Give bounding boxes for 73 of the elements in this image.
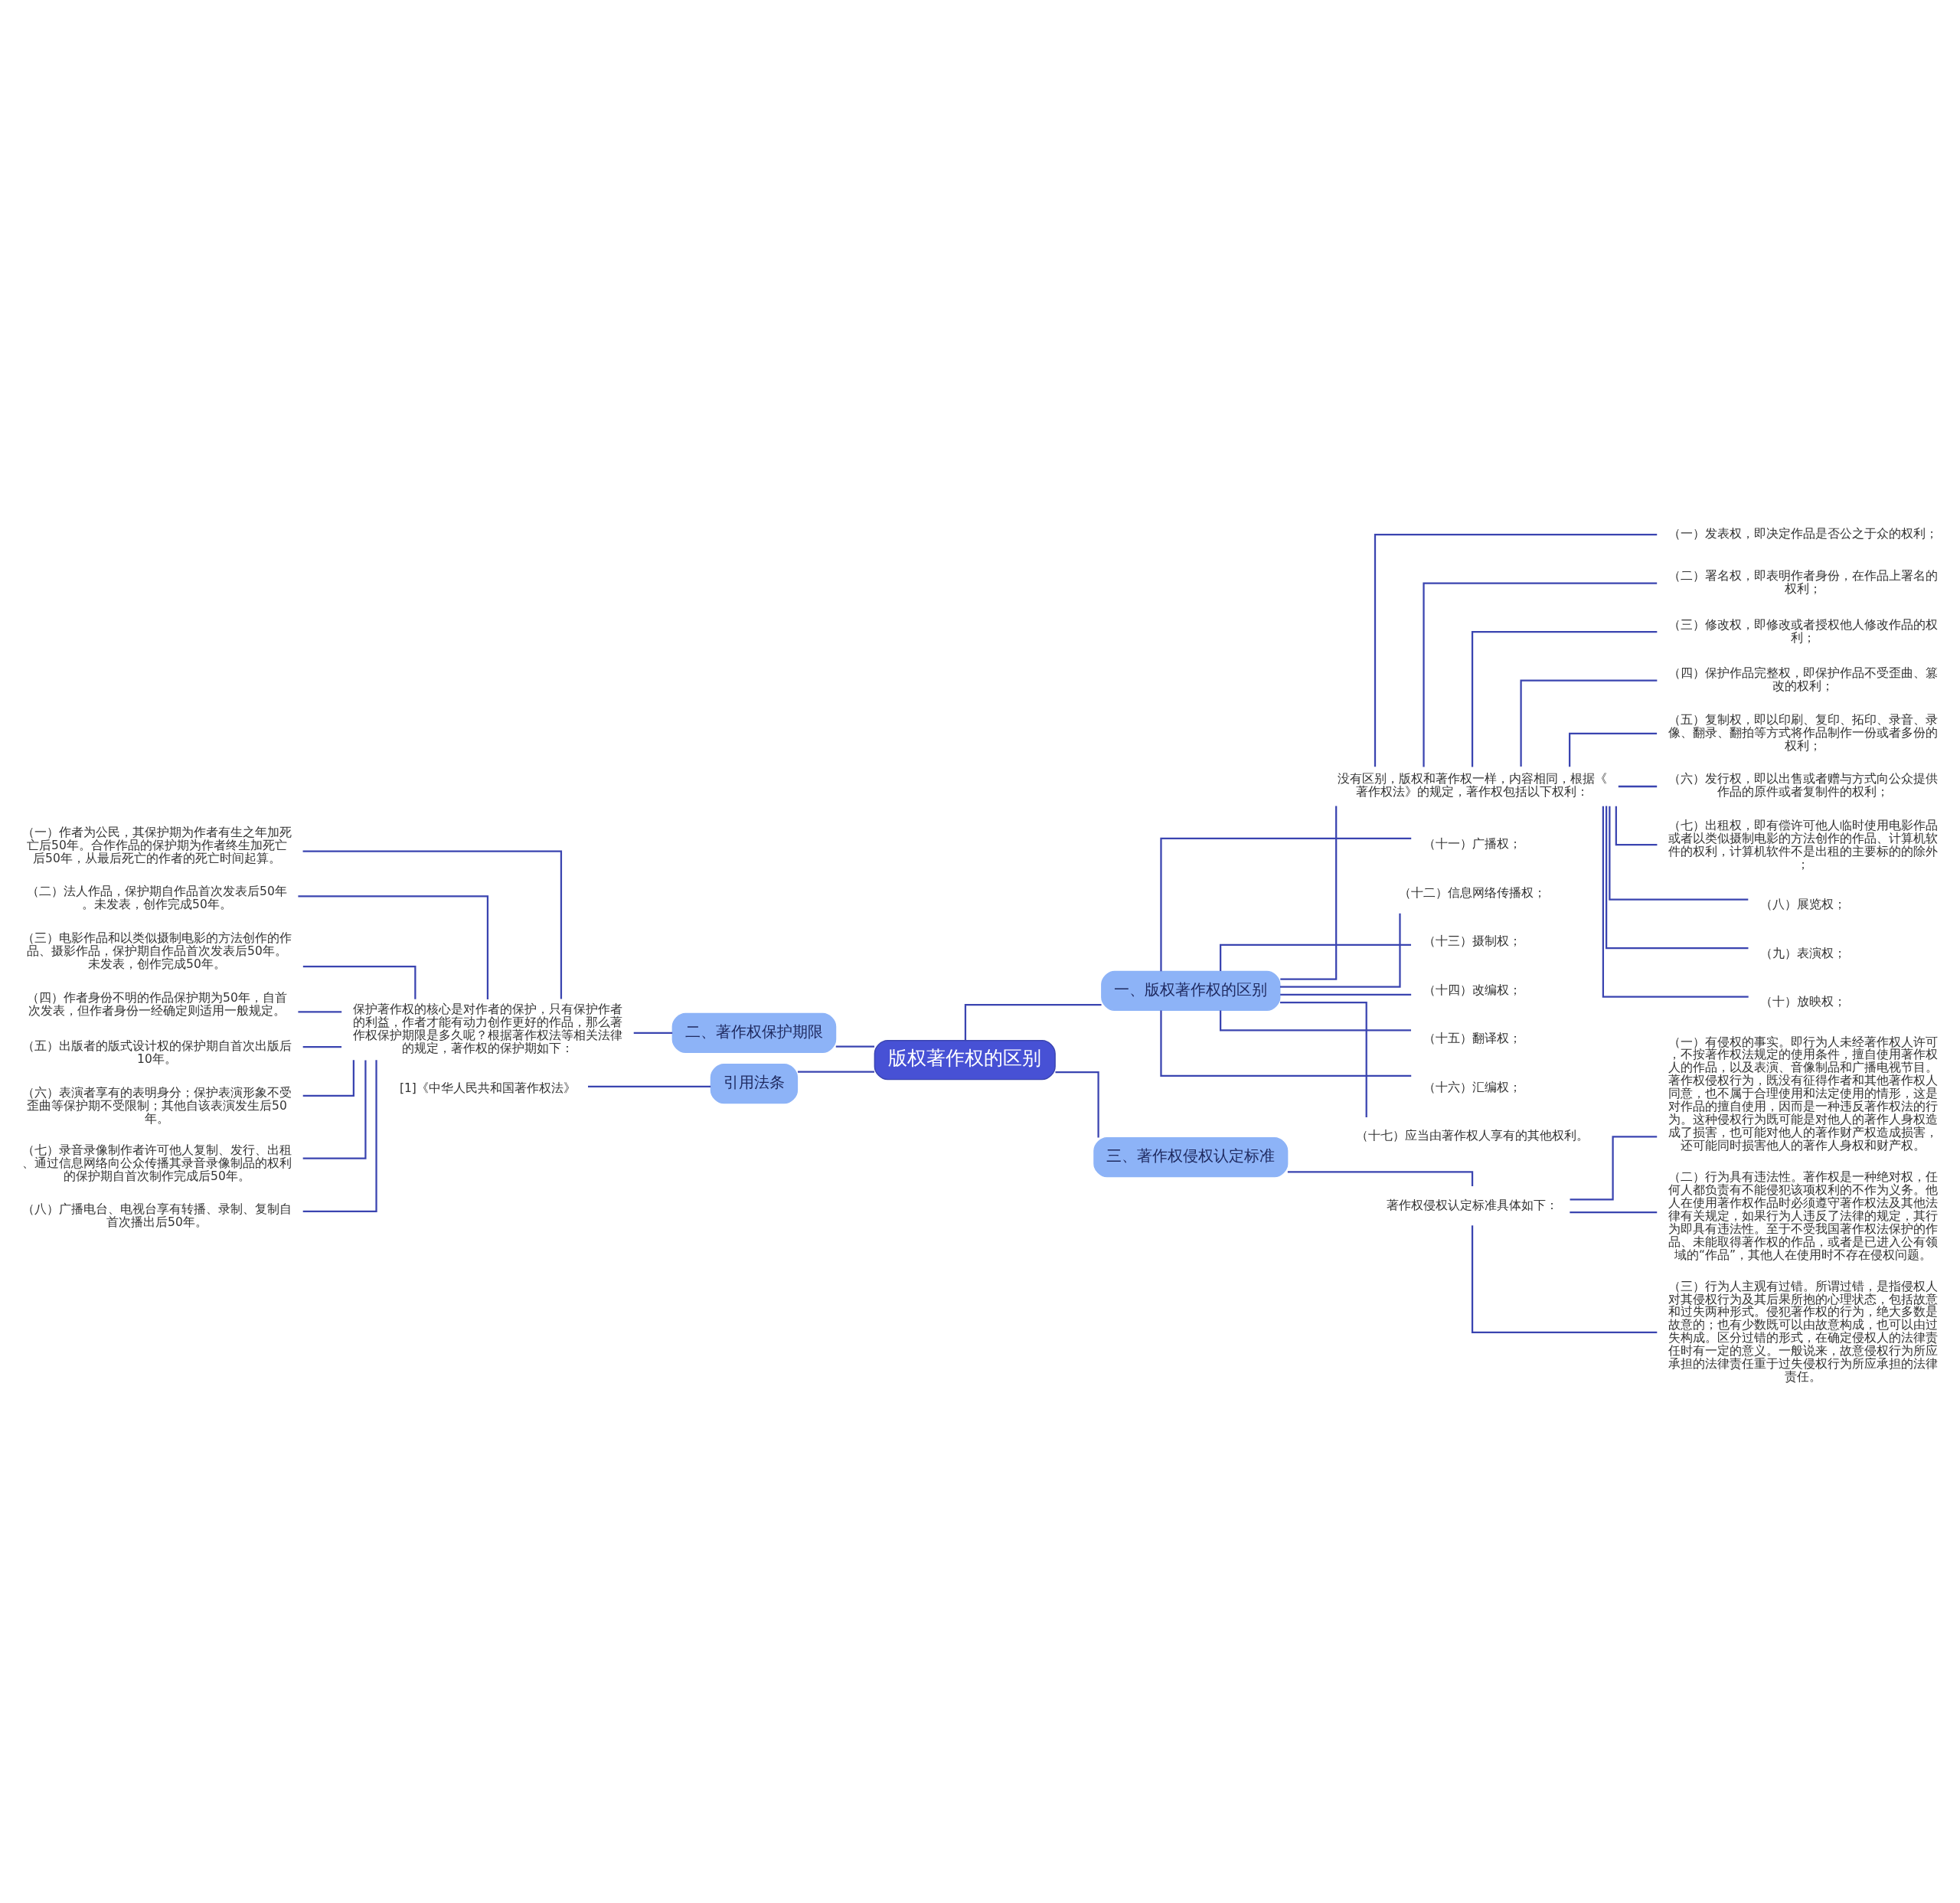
- node-text: （九）表演权；: [1760, 946, 1847, 960]
- node-text: （十五）翻译权；: [1423, 1031, 1522, 1045]
- connector: [1279, 913, 1401, 988]
- node-box: 引用法条: [710, 1063, 799, 1104]
- node-text: 没有区别，版权和著作权一样，内容相同，根据《著作权法》的规定，著作权包括以下权利：: [1338, 771, 1608, 799]
- connector: [1570, 1211, 1658, 1213]
- node-text: （一）有侵权的事实。即行为人未经著作权人许可，不按著作权法规定的使用条件，擅自使用著作权人的作品，以及表演、音像制品和广播电视节目。著作权侵权行为，既没有征得作者和其他著作权人同意，也不属于合理使用和法定使用的情形，这是对作品的擅自使用，因而是一种违反著作权法的行为。这种侵权行为既可能是对他人的著作人身权造成了损害，也可能对他人的著作财产权造成损害，还可能同时损害他人的著作人身权和财产权。: [1668, 1035, 1939, 1153]
- connector: [588, 1085, 711, 1087]
- connector: [1374, 533, 1658, 767]
- node-text: [1]《中华人民共和国著作权法》: [399, 1081, 576, 1095]
- node-text: （二）行为具有违法性。著作权是一种绝对权，任何人都负责有不能侵犯该项权利的不作为义务。他人在使用著作权作品时必须遵守著作权法及其他法律有关规定，如果行为人违反了法律的规定，其行为即具有违法性。至于不受我国著作权法保护的作品、未能取得著作权的作品，或者是已进入公有领域的“作品”，其他人在使用时不存在侵权问题。: [1668, 1169, 1939, 1262]
- node-text: 保护著作权的核心是对作者的保护，只有保护作者的利益，作者才能有动力创作更好的作品，那么著作权保护期限是多久呢？根据著作权法等相关法律的规定，著作权的保护期如下：: [352, 1002, 622, 1055]
- node-text: （七）录音录像制作者许可他人复制、发行、出租、通过信息网络向公众传播其录音录像制品的权利的保护期自首次制作完成后50年。: [21, 1143, 292, 1183]
- node-text: （十七）应当由著作权人享有的其他权利。: [1356, 1128, 1589, 1143]
- node-text: （八）广播电台、电视台享有转播、录制、复制自首次播出后50年。: [21, 1202, 292, 1229]
- node-text: 著作权侵权认定标准具体如下：: [1387, 1198, 1559, 1212]
- connector: [302, 1059, 354, 1097]
- connector: [302, 1059, 367, 1159]
- node-text: （十一）广播权；: [1423, 836, 1522, 851]
- connector: [1280, 993, 1412, 996]
- connector: [302, 1045, 342, 1048]
- connector: [633, 1032, 673, 1034]
- connector: [1160, 1010, 1412, 1077]
- node-text: （一）作者为公民，其保护期为作者有生之年加死亡后50年。合作作品的保护期为作者终生加死亡后50年，从最后死亡的作者的死亡时间起算。: [21, 825, 292, 865]
- node-text: （三）电影作品和以类似摄制电影的方法创作的作品、摄影作品，保护期自作品首次发表后50年。未发表，创作完成50年。: [21, 930, 292, 971]
- connector: [1220, 1010, 1411, 1031]
- node-text: （二）署名权，即表明作者身份，在作品上署名的权利；: [1668, 568, 1939, 596]
- node-text: （四）保护作品完整权，即保护作品不受歪曲、篡改的权利；: [1668, 665, 1939, 693]
- node-text: （十四）改编权；: [1423, 983, 1522, 997]
- node-text: （六）发行权，即以出售或者赠与方式向公众提供作品的原件或者复制件的权利；: [1668, 771, 1939, 799]
- connector: [302, 1059, 377, 1212]
- node-text: （四）作者身份不明的作品保护期为50年，自首次发表，但作者身份一经确定则适用一般规定。: [27, 990, 287, 1018]
- node-text: （七）出租权，即有偿许可他人临时使用电影作品或者以类似摄制电影的方法创作的作品、计算机软件的权利，计算机软件不是出租的主要标的的除外；: [1668, 818, 1939, 871]
- connector: [1160, 837, 1412, 971]
- node-box: 版权著作权的区别: [874, 1039, 1056, 1080]
- node-text: （六）表演者享有的表明身分；保护表演形象不受歪曲等保护期不受限制；其他自该表演发生后50年。: [21, 1085, 292, 1126]
- node-text: （五）复制权，即以印刷、复印、拓印、录音、录像、翻录、翻拍等方式将作品制作一份或者多份的权利；: [1668, 712, 1939, 753]
- connector: [1280, 1001, 1367, 1117]
- connector: [1615, 806, 1658, 845]
- connector: [302, 850, 563, 999]
- node-text: （八）展览权；: [1760, 897, 1847, 911]
- connector: [1609, 806, 1749, 901]
- connector: [964, 1003, 1102, 1041]
- connector: [798, 1071, 874, 1073]
- connector: [302, 965, 416, 999]
- connector: [1423, 581, 1658, 767]
- connector: [1520, 679, 1658, 767]
- node-box: 二、著作权保护期限: [671, 1012, 837, 1053]
- node-text: （十）放映权；: [1760, 994, 1847, 1009]
- connector: [1570, 1135, 1658, 1200]
- connector: [1280, 806, 1338, 980]
- connector: [1471, 1225, 1658, 1333]
- connector: [1287, 1170, 1474, 1186]
- node-text: （二）法人作品，保护期自作品首次发表后50年。未发表，创作完成50年。: [27, 884, 287, 911]
- connector: [1055, 1071, 1099, 1137]
- connector: [298, 1010, 342, 1012]
- connector: [1606, 805, 1749, 949]
- node-text: （三）修改权，即修改或者授权他人修改作品的权利；: [1668, 617, 1939, 645]
- connector: [298, 894, 489, 999]
- connector: [1569, 732, 1658, 767]
- connector: [1220, 943, 1411, 971]
- connector: [1471, 630, 1658, 767]
- connector: [1618, 785, 1658, 787]
- node-box: 三、著作权侵权认定标准: [1093, 1136, 1289, 1177]
- node-box: 一、版权著作权的区别: [1101, 970, 1281, 1011]
- node-text: （十二）信息网络传播权；: [1399, 885, 1547, 900]
- connector: [1602, 806, 1749, 998]
- connector: [835, 1045, 875, 1048]
- node-text: （十三）摄制权；: [1423, 934, 1522, 948]
- node-text: （五）出版者的版式设计权的保护期自首次出版后10年。: [21, 1038, 292, 1066]
- node-text: （一）发表权，即决定作品是否公之于众的权利；: [1668, 526, 1939, 541]
- node-text: （十六）汇编权；: [1423, 1080, 1522, 1094]
- node-text: （三）行为人主观有过错。所谓过错，是指侵权人对其侵权行为及其后果所抱的心理状态，包括故意和过失两种形式。侵犯著作权的行为，绝大多数是故意的；也有少数既可以由故意构成，也可以由过失构成。区分过错的形式，在确定侵权人的法律责任时有一定的意义。一般说来，故意侵权行为所应承担的法律责任重于过失侵权行为所应承担的法律责任。: [1668, 1279, 1939, 1384]
